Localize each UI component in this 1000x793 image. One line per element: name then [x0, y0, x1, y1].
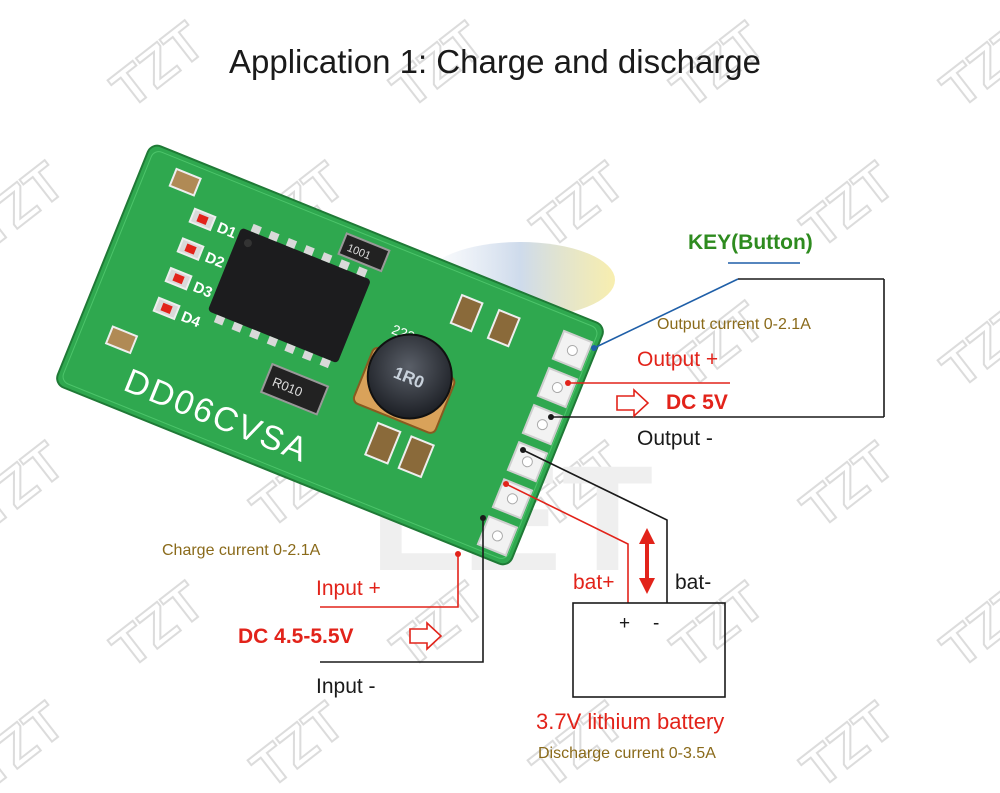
- bat-minus-wire: [522, 449, 668, 603]
- ic-pin: [319, 357, 331, 369]
- key-pad-dot: [591, 345, 597, 351]
- ic-pin: [301, 350, 314, 362]
- pad-hole: [491, 530, 503, 542]
- output-current-label: Output current 0-2.1A: [657, 316, 811, 333]
- ic-pin: [284, 343, 296, 354]
- bat-plus-dot: [503, 481, 509, 487]
- pad-hole: [551, 382, 563, 394]
- ic-chip: [208, 223, 370, 369]
- battery-box: [572, 602, 726, 698]
- resistor-bottom: R010: [259, 362, 330, 416]
- pad-row: [476, 329, 594, 557]
- ic-pin: [249, 328, 261, 340]
- battery-plus-sign: +: [619, 613, 631, 634]
- output-plus-wiring: [548, 380, 730, 420]
- bat-minus-label: bat-: [675, 571, 712, 594]
- output-minus-dot: [548, 414, 554, 420]
- ic-pin: [213, 314, 226, 326]
- battery-minus-sign: -: [653, 613, 660, 634]
- led-label: D4: [179, 308, 204, 331]
- charge-current-label: Charge current 0-2.1A: [162, 542, 321, 559]
- led-label: D1: [215, 219, 239, 242]
- led-lens: [160, 302, 173, 314]
- pad-hole: [506, 493, 518, 505]
- led-label: D3: [191, 279, 215, 302]
- input-arrow-icon: [409, 621, 443, 651]
- input-plus-wire: [320, 554, 459, 608]
- input-plus-label: Input +: [316, 577, 381, 600]
- led-column: [152, 207, 217, 321]
- resistor-top: 1001: [337, 232, 391, 273]
- led-label: D2: [203, 249, 227, 272]
- input-minus-dot: [480, 515, 486, 521]
- bat-plus-label: bat+: [573, 571, 615, 594]
- pad-hole: [521, 456, 533, 468]
- battery-label: 3.7V lithium battery: [536, 709, 725, 734]
- double-arrow-icon: [639, 528, 655, 594]
- led-lens: [196, 213, 209, 225]
- capacitors: [104, 167, 521, 479]
- output-voltage-label: DC 5V: [666, 391, 728, 414]
- ic-pin: [250, 223, 262, 235]
- pcb-edge-highlight: [62, 151, 598, 559]
- output-plus-label: Output +: [637, 348, 719, 371]
- key-wiring: [551, 262, 885, 418]
- key-button-label: KEY(Button): [688, 231, 813, 254]
- input-minus-label: Input -: [316, 675, 376, 698]
- page-title: Application 1: Charge and discharge: [228, 43, 761, 80]
- input-wiring: [320, 515, 486, 663]
- ic-pin: [266, 336, 279, 347]
- pad-hole: [566, 344, 578, 356]
- ic-pin: [356, 266, 368, 278]
- output-arrow-icon: [616, 388, 650, 418]
- ic-pin: [285, 238, 298, 249]
- output-minus-label: Output -: [637, 427, 713, 450]
- bat-minus-dot: [520, 447, 526, 453]
- led-lens: [172, 273, 185, 285]
- discharge-current-label: Discharge current 0-3.5A: [538, 745, 716, 762]
- ic-pin: [321, 252, 333, 264]
- battery-wiring: [503, 447, 726, 698]
- input-voltage-label: DC 4.5-5.5V: [238, 625, 354, 648]
- ic-pin: [338, 259, 351, 271]
- input-plus-dot: [455, 551, 461, 557]
- output-plus-dot: [565, 380, 571, 386]
- inductor: 1R0: [352, 333, 456, 434]
- led-lens: [184, 243, 197, 255]
- ic-pin: [303, 245, 315, 256]
- ic-pin: [231, 321, 243, 333]
- pad-hole: [536, 419, 548, 431]
- key-lead-wire: [593, 278, 739, 349]
- input-minus-wire: [320, 518, 484, 663]
- bat-plus-wire: [505, 483, 629, 603]
- ic-pin: [268, 230, 280, 242]
